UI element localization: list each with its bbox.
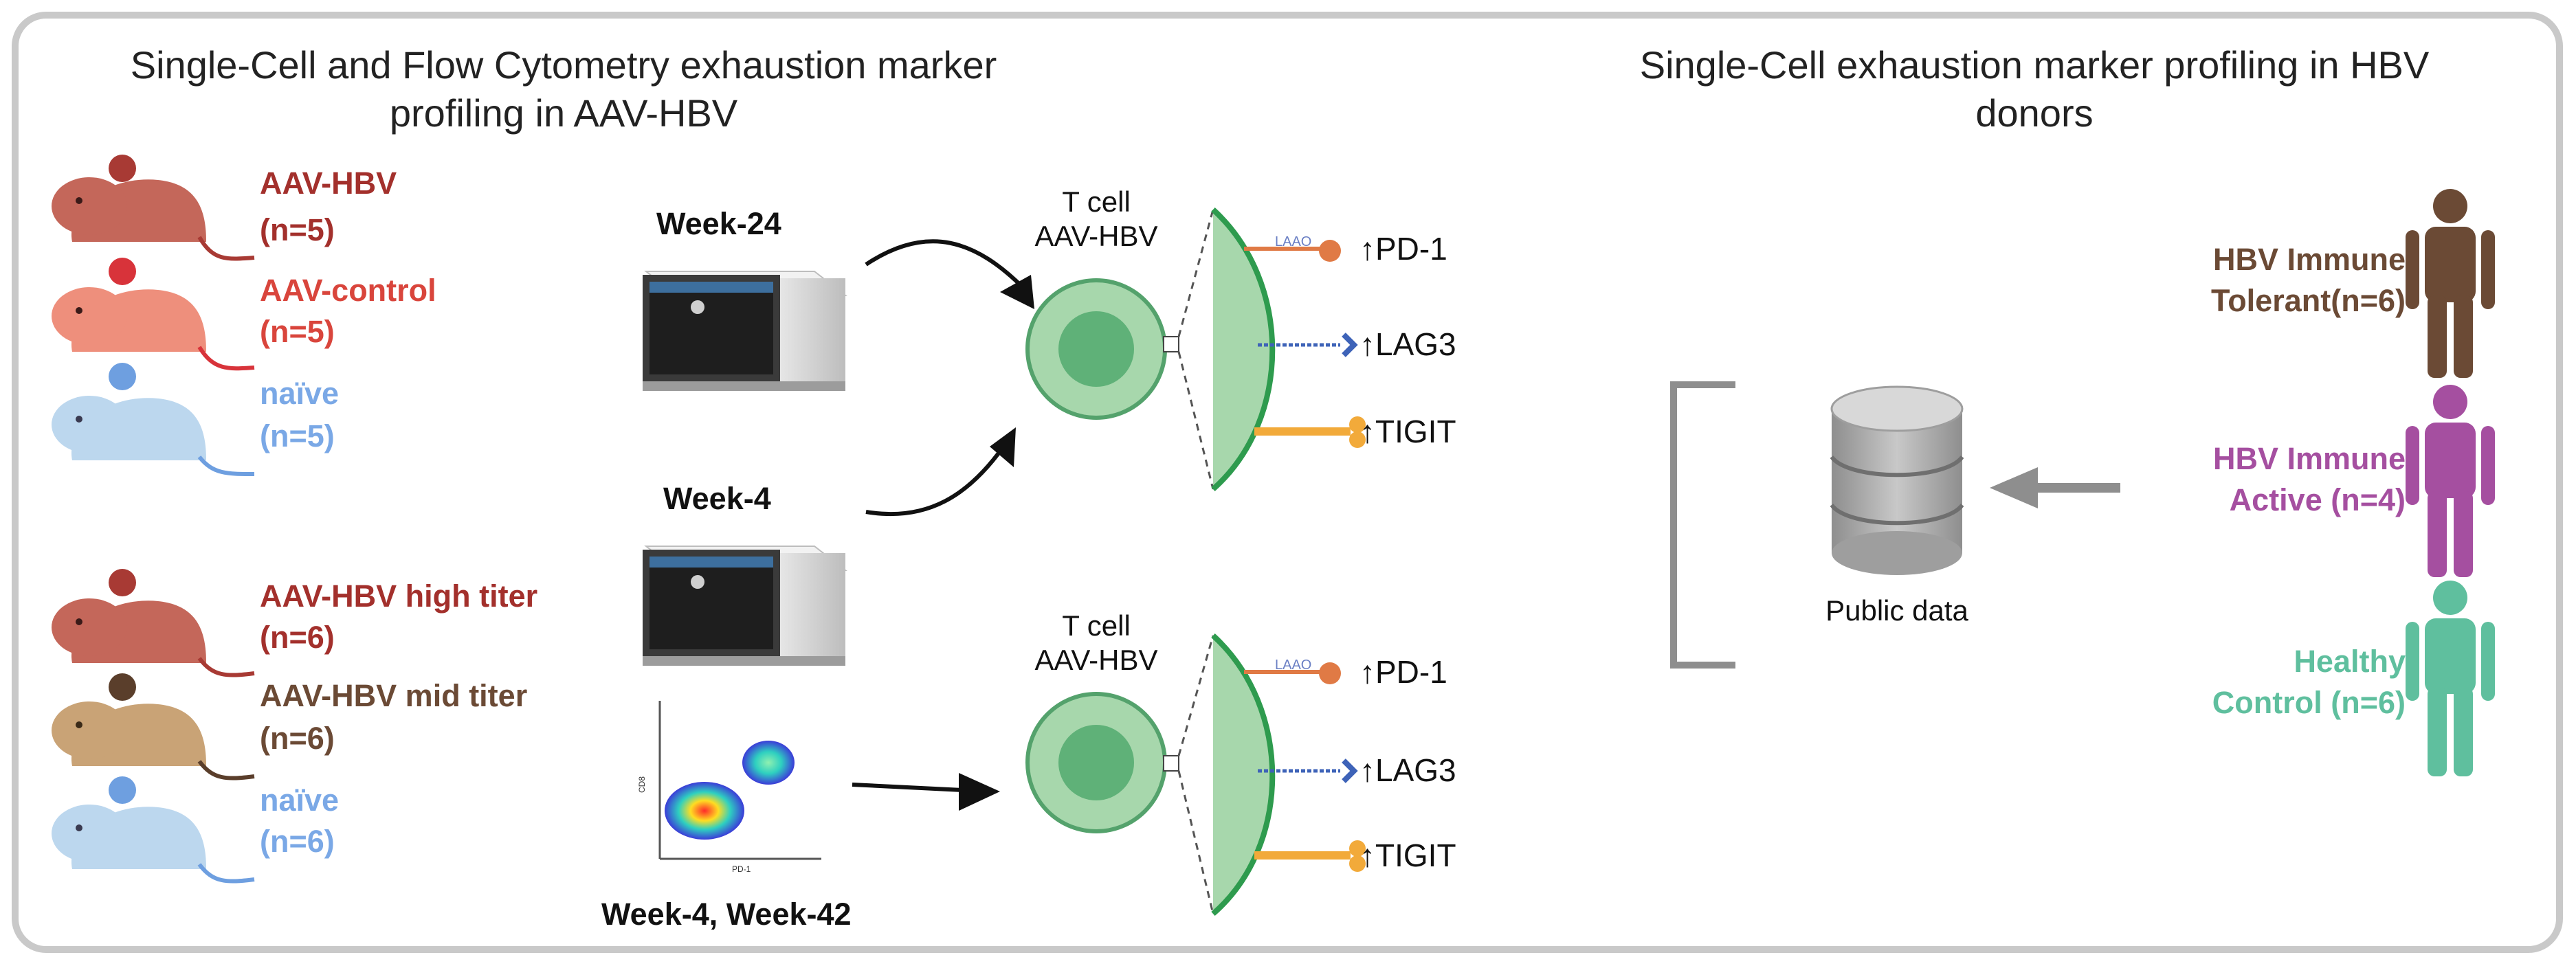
public-data-label: Public data xyxy=(1825,594,1968,627)
t-cell-top-icon xyxy=(1025,207,1276,491)
mouse-naive-icon xyxy=(52,363,255,476)
sequencer-machine-mid-icon xyxy=(643,546,847,666)
mouse-aav-hbv-icon xyxy=(52,155,255,261)
donor-tolerant-line1: HBV Immune xyxy=(2212,242,2406,277)
flow-cytometry-plot xyxy=(658,701,821,860)
donor-active-line1: HBV Immune xyxy=(2212,441,2406,476)
tcell-top-line2: AAV-HBV xyxy=(1034,220,1158,252)
label-mid-titer: AAV-HBV mid titer xyxy=(260,678,528,713)
label-aav-hbv: AAV-HBV xyxy=(260,166,397,201)
mouse-aav-control-icon xyxy=(52,258,255,371)
outer-frame xyxy=(12,12,2563,953)
tigit-receptor-top-icon xyxy=(1254,416,1366,448)
donor-tolerant-line2: Tolerant(n=6) xyxy=(2211,283,2406,318)
mouse-naive-2-icon xyxy=(52,776,255,884)
sequencer-machine-top-icon xyxy=(643,271,847,391)
right-title-line1: Single-Cell exhaustion marker profiling … xyxy=(1639,43,2430,87)
svg-text:LAAO: LAAO xyxy=(1275,234,1311,249)
flow-axis-y-label: CD8 xyxy=(637,776,647,794)
label-high-titer-n: (n=6) xyxy=(260,620,335,655)
database-icon xyxy=(1830,385,1964,575)
tcell-bottom-line2: AAV-HBV xyxy=(1034,644,1158,676)
pd1-receptor-top-icon: LAAO xyxy=(1244,234,1341,262)
tigit-receptor-bottom-icon xyxy=(1254,840,1366,872)
tcell-top-line1: T cell xyxy=(1062,186,1131,218)
marker-pd1-top: ↑PD-1 xyxy=(1359,231,1447,267)
t-cell-bottom-icon xyxy=(1025,633,1276,917)
donor-active-line2: Active (n=4) xyxy=(2229,482,2406,517)
mouse-high-titer-icon xyxy=(52,569,255,677)
lag3-receptor-bottom-icon xyxy=(1258,759,1358,783)
person-healthy-icon xyxy=(2406,581,2495,776)
left-title-line2: profiling in AAV-HBV xyxy=(389,91,738,135)
svg-text:LAAO: LAAO xyxy=(1275,658,1311,673)
label-high-titer: AAV-HBV high titer xyxy=(260,579,538,614)
marker-pd1-bottom: ↑PD-1 xyxy=(1359,654,1447,690)
tcell-bottom-line1: T cell xyxy=(1062,609,1131,642)
flow-population-1 xyxy=(665,782,744,840)
marker-tigit-bottom: ↑TIGIT xyxy=(1359,838,1456,873)
donor-healthy-line1: Healthy xyxy=(2294,644,2406,679)
arrow-week4-icon xyxy=(865,427,1016,517)
label-aav-control-n: (n=5) xyxy=(260,314,335,349)
lag3-receptor-top-icon xyxy=(1258,333,1358,357)
label-aav-hbv-n: (n=5) xyxy=(260,212,335,247)
person-active-icon xyxy=(2406,385,2495,577)
marker-lag3-top: ↑LAG3 xyxy=(1359,326,1456,362)
donor-healthy-line2: Control (n=6) xyxy=(2212,685,2406,720)
label-naive-n: (n=5) xyxy=(260,418,335,453)
label-mid-titer-n: (n=6) xyxy=(260,721,335,756)
mouse-mid-titer-icon xyxy=(52,673,255,780)
marker-tigit-top: ↑TIGIT xyxy=(1359,414,1456,449)
flow-axis-x-label: PD-1 xyxy=(732,864,751,874)
label-naive-2-n: (n=6) xyxy=(260,824,335,859)
label-naive: naïve xyxy=(260,376,340,411)
arrow-flow-icon xyxy=(852,773,1000,811)
bracket-icon xyxy=(1670,381,1735,669)
arrow-to-database-icon xyxy=(1990,467,2120,508)
right-title-line2: donors xyxy=(1975,91,2094,135)
left-title-line1: Single-Cell and Flow Cytometry exhaustio… xyxy=(130,43,997,87)
label-week-4-42: Week-4, Week-42 xyxy=(601,897,852,932)
pd1-receptor-bottom-icon: LAAO xyxy=(1244,658,1341,684)
label-aav-control: AAV-control xyxy=(260,273,436,308)
flow-population-2 xyxy=(742,741,795,785)
marker-lag3-bottom: ↑LAG3 xyxy=(1359,752,1456,788)
arrow-week24-icon xyxy=(865,239,1034,309)
label-naive-2: naïve xyxy=(260,783,340,818)
person-tolerant-icon xyxy=(2406,189,2495,378)
label-week-24: Week-24 xyxy=(656,206,781,241)
label-week-4: Week-4 xyxy=(663,481,771,516)
